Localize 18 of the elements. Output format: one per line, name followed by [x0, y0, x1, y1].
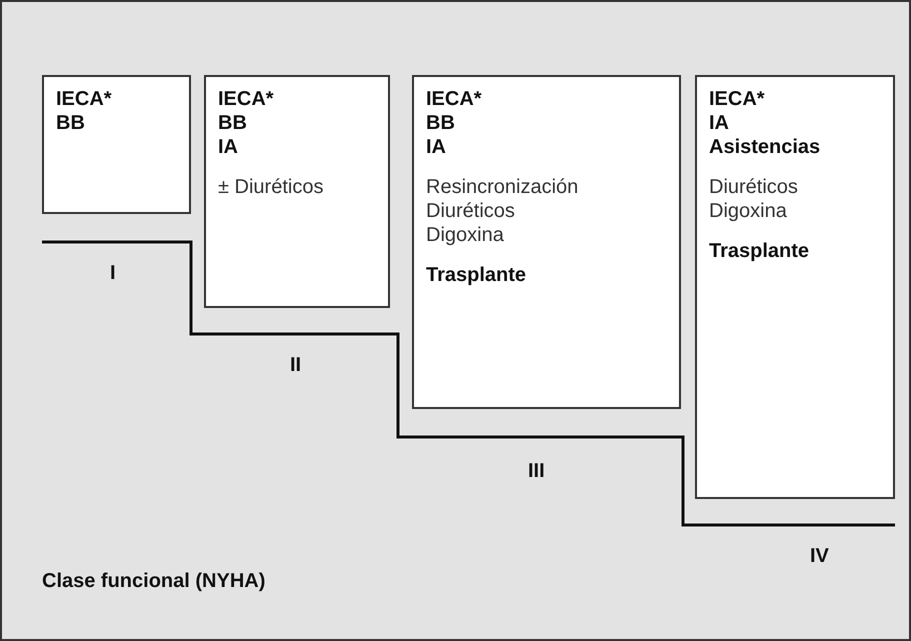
class-numeral: IV — [810, 544, 829, 569]
class-numeral: II — [290, 353, 302, 378]
drug-list: Diuréticos Digoxina — [709, 175, 881, 223]
class-numeral: I — [110, 261, 116, 286]
drug-list-bold: IECA* BB IA — [218, 87, 275, 159]
treatment-box — [695, 75, 895, 499]
treatment-box — [42, 75, 191, 214]
class-numeral: III — [528, 459, 545, 484]
treatment-box — [204, 75, 390, 308]
drug-list-bold: Trasplante — [426, 263, 528, 287]
drug-list: ± Diuréticos — [218, 175, 376, 199]
drug-list-bold: Trasplante — [709, 239, 810, 263]
drug-list-bold: IECA* BB IA — [426, 87, 483, 159]
axis-title: Clase funcional (NYHA) — [42, 569, 266, 594]
treatment-box — [412, 75, 681, 409]
drug-list: Resincronización Diuréticos Digoxina — [426, 175, 667, 247]
drug-list-bold: IECA* IA Asistencias — [709, 87, 822, 159]
drug-list-bold: IECA* BB — [56, 87, 113, 135]
